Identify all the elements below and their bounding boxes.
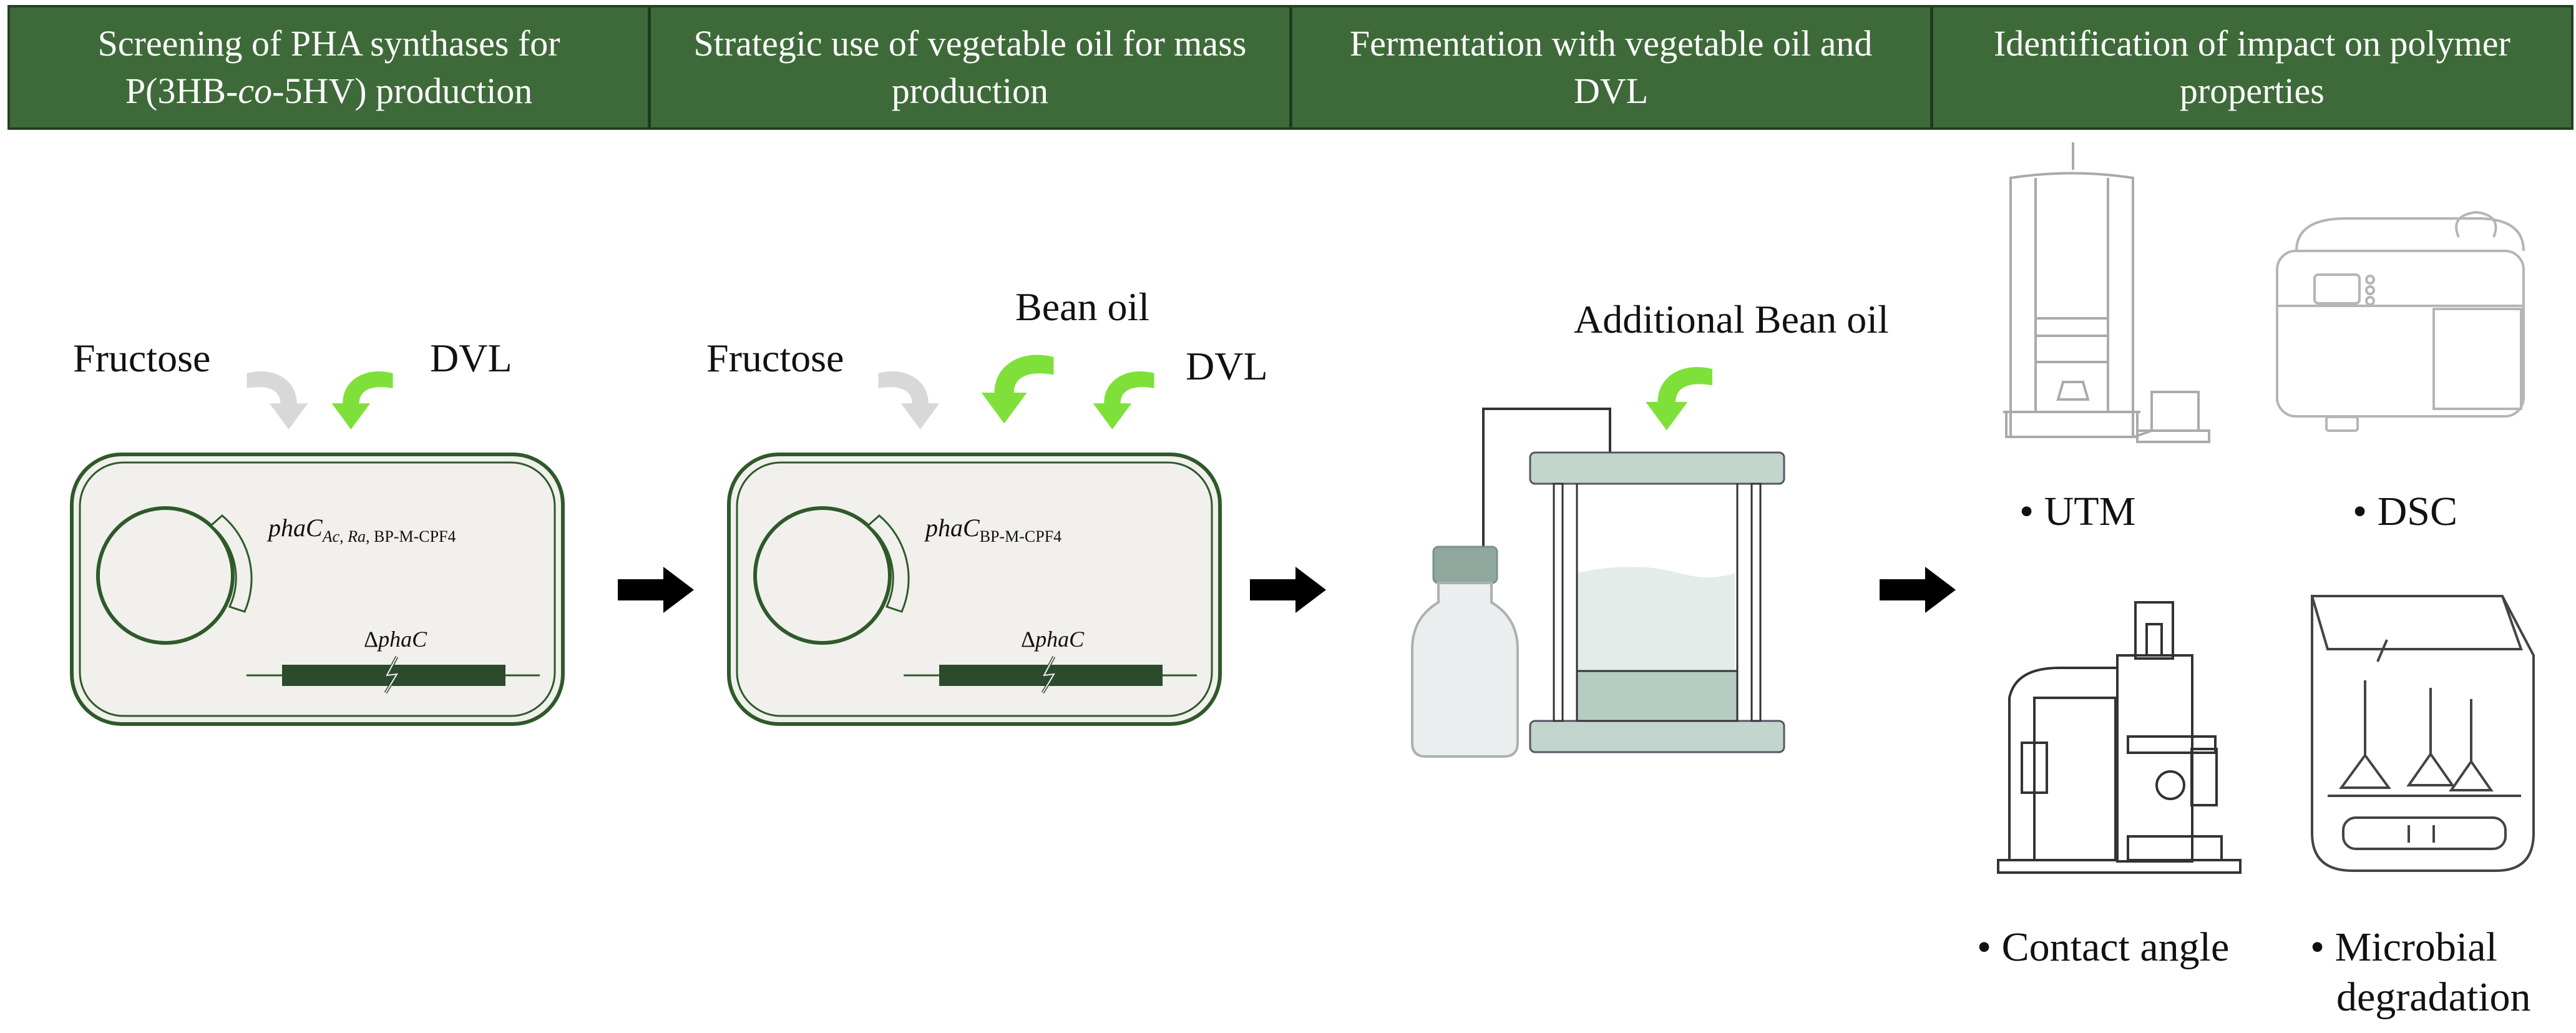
header-step-1-line1: Screening of PHA synthases for — [97, 23, 560, 64]
fructose-label: Fructose — [73, 336, 211, 380]
fructose-arrow-icon — [878, 371, 940, 429]
header-step-1-line2: P(3HB-co-5HV) production — [125, 71, 533, 111]
step-arrow-icon — [618, 567, 694, 613]
header-step-4-line2: properties — [2179, 71, 2325, 111]
header-step-2-line1: Strategic use of vegetable oil for mass — [693, 23, 1247, 64]
fermenter-icon — [1411, 408, 1785, 758]
header-step-3-line1: Fermentation with vegetable oil and — [1349, 23, 1873, 64]
analysis-utm: • UTM — [2019, 489, 2136, 534]
dsc-instrument-icon — [2276, 210, 2525, 432]
dvl-label: DVL — [430, 336, 512, 380]
header-step-4-line1: Identification of impact on polymer — [1993, 23, 2510, 64]
plasmid-gene-label: phaCBP-M-CPF4 — [925, 514, 1062, 546]
header-step-1: Screening of PHA synthases for P(3HB-co-… — [10, 7, 651, 127]
header-step-4: Identification of impact on polymer prop… — [1933, 7, 2571, 127]
plasmid-gene-label: phaCAc, Ra, BP-M-CPF4 — [268, 514, 456, 546]
analysis-microbial-degradation: • Microbial degradation — [2310, 924, 2531, 1020]
header-step-3-line2: DVL — [1574, 71, 1649, 111]
bean-oil-arrow-icon — [981, 355, 1054, 424]
fructose-arrow-icon — [246, 371, 308, 429]
contact-angle-goniometer-icon — [1997, 601, 2242, 874]
fructose-label: Fructose — [706, 336, 844, 380]
cell-panel-2 — [727, 453, 1222, 726]
analysis-dsc: • DSC — [2353, 489, 2457, 534]
dvl-label: DVL — [1186, 344, 1268, 388]
additional-oil-arrow-icon — [1646, 367, 1712, 431]
deletion-label: ΔphaC — [364, 627, 427, 652]
header-step-3: Fermentation with vegetable oil and DVL — [1292, 7, 1933, 127]
analysis-contact-angle: • Contact angle — [1977, 924, 2230, 970]
header-step-2: Strategic use of vegetable oil for mass … — [651, 7, 1292, 127]
plasmid-icon — [96, 506, 253, 645]
incubator-shaker-icon — [2311, 595, 2535, 872]
cell-panel-1 — [70, 453, 565, 726]
utm-machine-icon — [2003, 142, 2210, 443]
step-arrow-icon — [1880, 567, 1956, 613]
step-arrow-icon — [1250, 567, 1326, 613]
deletion-label: ΔphaC — [1021, 627, 1085, 652]
additional-bean-oil-label: Additional Bean oil — [1574, 297, 1889, 341]
dvl-arrow-icon — [331, 371, 393, 429]
bottle-cap — [1432, 546, 1498, 584]
bean-oil-label: Bean oil — [1015, 285, 1150, 329]
plasmid-icon — [753, 506, 910, 645]
feed-bottle — [1411, 582, 1519, 758]
dvl-arrow-icon — [1093, 371, 1154, 429]
header-step-2-line2: production — [891, 71, 1049, 111]
process-header: Screening of PHA synthases for P(3HB-co-… — [7, 5, 2574, 130]
